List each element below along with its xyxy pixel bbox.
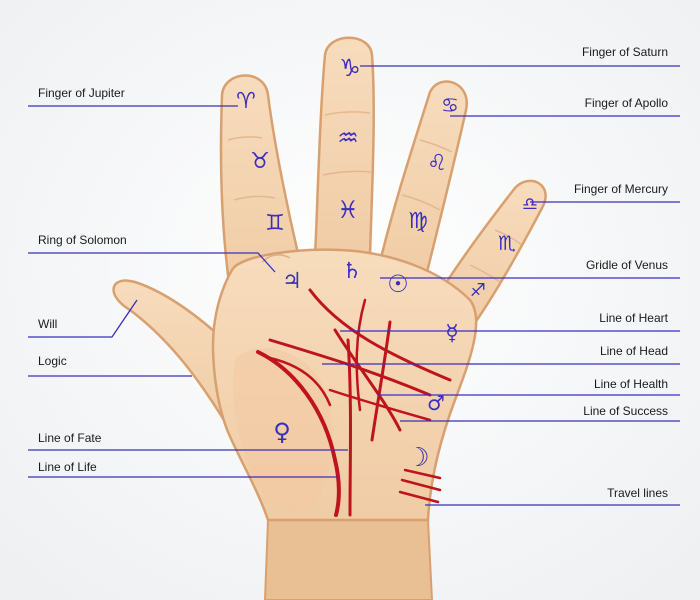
travel-line-3 [398,490,440,504]
label-gridle-of-venus: Gridle of Venus [585,258,668,272]
label-finger-of-saturn: Finger of Saturn [581,45,668,59]
symbol-gemini: ♊ [265,211,285,236]
symbol-aries: ♈ [236,89,256,114]
finger-apollo [378,80,468,282]
symbol-saturn-planet: ♄ [342,259,362,284]
symbol-taurus: ♉ [250,149,270,174]
line-thumb [268,356,332,407]
leader-solomon [28,252,276,273]
label-finger-of-jupiter: Finger of Jupiter [38,86,125,100]
line-of-life [256,350,341,517]
symbol-libra: ♎ [522,194,538,215]
label-logic: Logic [38,354,67,368]
symbol-mercury-planet: ☿ [445,321,459,346]
line-secondary [355,298,367,412]
label-will: Will [38,317,58,331]
line-of-heart [308,288,452,382]
travel-line-1 [403,468,442,480]
symbols: ♑ ♒ ♓ ♈ ♉ ♊ ♋ ♌ ♍ ♎ ♏ ♐ ♃ ♄ ☉ ☿ ♂ ♀ ☽ [236,54,538,473]
leader-will [28,299,138,338]
label-line-of-head: Line of Head [599,344,668,358]
symbol-venus-planet: ♀ [273,418,291,446]
symbol-moon: ☽ [406,443,429,473]
label-line-of-health: Line of Health [593,377,668,391]
label-line-of-life: Line of Life [38,460,97,474]
symbol-aquarius: ♒ [337,124,359,152]
label-line-of-success: Line of Success [583,404,668,418]
leader-lines [28,65,680,506]
symbol-cancer: ♋ [441,93,459,117]
finger-saturn [313,36,375,260]
wrist [263,519,434,600]
label-ring-of-solomon: Ring of Solomon [38,233,127,247]
finger-jupiter [219,74,302,292]
label-finger-of-mercury: Finger of Mercury [573,182,668,196]
line-of-success [370,320,392,442]
travel-line-2 [400,478,442,492]
symbol-mars: ♂ [427,391,445,415]
symbol-scorpio: ♏ [498,231,516,255]
line-cross [328,388,432,422]
symbol-leo: ♌ [427,151,447,176]
finger-creases [227,111,523,283]
label-line-of-fate: Line of Fate [38,431,102,445]
line-of-fate [346,338,352,517]
mount-of-venus [232,348,333,511]
symbol-sagittarius: ♐ [470,280,486,301]
label-finger-of-apollo: Finger of Apollo [584,96,668,110]
symbol-jupiter-planet: ♃ [282,269,302,294]
symbol-capricorn: ♑ [339,54,361,82]
palm-lines [256,288,452,517]
thumb [112,279,247,434]
line-of-health [333,328,402,432]
symbol-sun: ☉ [387,270,409,298]
symbol-pisces: ♓ [337,196,359,224]
symbol-virgo: ♍ [408,209,428,234]
label-travel-lines: Travel lines [607,486,668,500]
label-line-of-heart: Line of Heart [599,311,668,325]
